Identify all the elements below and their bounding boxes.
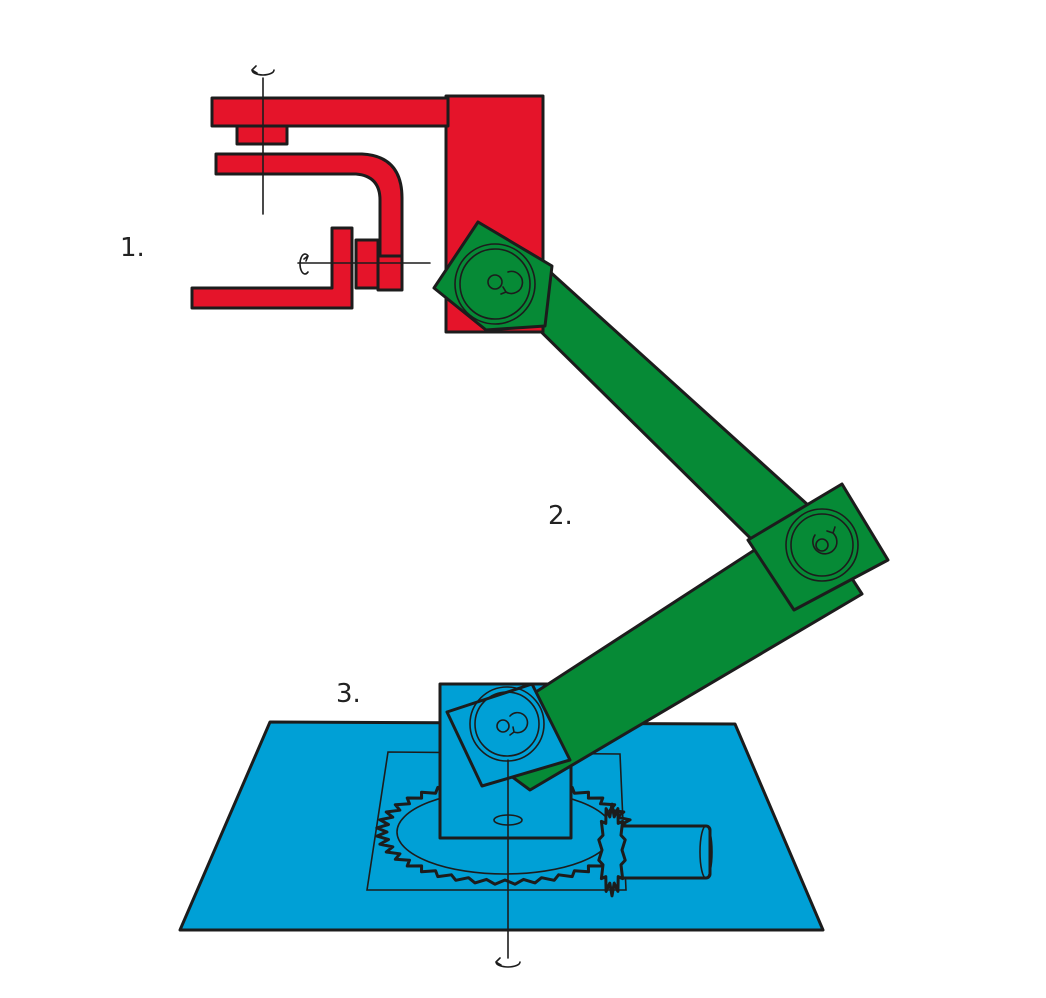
axes — [251, 65, 521, 968]
motor — [616, 824, 713, 880]
wrist-rotation-icon — [500, 270, 524, 295]
label-arm: 2. — [548, 501, 573, 531]
elbow-joint-plate — [746, 482, 890, 612]
gripper-top-bar — [210, 96, 450, 128]
elbow-pin — [815, 538, 829, 552]
elbow-joint-ring — [785, 508, 859, 582]
gripper-hub-block — [235, 124, 289, 146]
gripper-link-block-b — [376, 254, 404, 292]
side-rotation-icon — [299, 253, 309, 275]
top-rotation-icon — [251, 65, 275, 76]
gripper-link-block-a — [354, 238, 380, 290]
label-base: 3. — [336, 679, 361, 709]
label-gripper: 1. — [120, 233, 145, 263]
shoulder-pin — [496, 719, 510, 733]
wrist-joint-ring — [454, 243, 536, 325]
shoulder-rotation-icon — [509, 711, 529, 736]
shoulder-joint — [445, 682, 572, 788]
arm-assembly — [446, 238, 890, 792]
base-assembly — [178, 682, 825, 932]
gripper-lower-finger — [190, 226, 354, 310]
wrist-pin — [487, 274, 503, 290]
elbow-rotation-icon — [812, 526, 838, 555]
gripper-assembly — [190, 94, 554, 334]
bottom-rotation-icon — [495, 957, 521, 968]
pinion-gear — [597, 802, 627, 898]
